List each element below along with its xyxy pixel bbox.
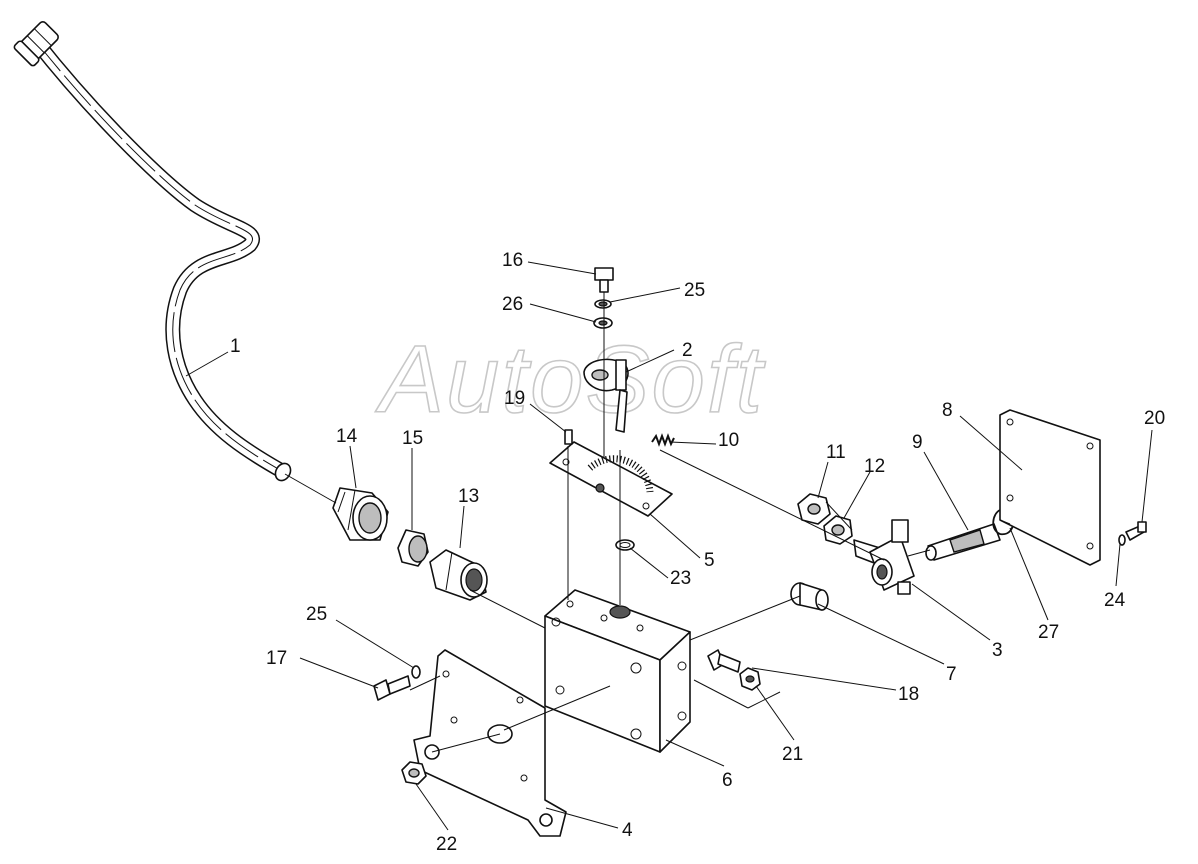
part-25-washer-top (594, 299, 612, 309)
callout-11: 11 (826, 442, 846, 463)
callout-17: 17 (266, 648, 287, 669)
part-6-valve-body (544, 589, 691, 753)
assembly-center-lines (284, 292, 1011, 753)
callout-18: 18 (898, 684, 919, 705)
part-17-bolt (373, 675, 411, 701)
callout-1: 1 (230, 336, 241, 357)
part-19-pin (564, 429, 573, 445)
part-12-nut (823, 515, 853, 545)
part-22-nut (401, 761, 427, 785)
callout-13: 13 (458, 486, 479, 507)
part-15-ring (397, 529, 429, 567)
callout-25-left: 25 (306, 604, 327, 625)
callout-26: 26 (502, 294, 523, 315)
callout-15: 15 (402, 428, 423, 449)
callout-leaders (185, 261, 1153, 831)
callout-19: 19 (504, 388, 525, 409)
part-1-tube (13, 21, 292, 482)
callout-8: 8 (942, 400, 953, 421)
part-25-washer-left (411, 665, 421, 679)
part-10-spring (651, 433, 675, 447)
callout-2: 2 (682, 340, 693, 361)
callout-24: 24 (1104, 590, 1126, 611)
part-26-washer (593, 317, 613, 329)
part-16-bolt (594, 267, 614, 293)
part-11-nut (797, 493, 831, 525)
callout-6: 6 (722, 770, 733, 791)
callout-27: 27 (1038, 622, 1059, 643)
callout-3: 3 (992, 640, 1003, 661)
watermark-text: AutoSoft (375, 326, 766, 433)
part-8-cover-plate (999, 409, 1101, 566)
callout-9: 9 (912, 432, 923, 453)
callout-22: 22 (436, 834, 457, 855)
callout-16: 16 (502, 250, 523, 271)
callout-labels: 1 2 3 4 5 6 7 8 9 10 11 12 13 14 15 16 1… (230, 250, 1165, 855)
part-4-mounting-plate (413, 649, 567, 837)
part-9-shaft (925, 523, 1001, 561)
part-21-nut (739, 667, 761, 691)
part-5-scale-plate (549, 441, 673, 517)
callout-23: 23 (670, 568, 691, 589)
part-3-lever-housing (853, 519, 915, 595)
callout-7: 7 (946, 664, 957, 685)
callout-10: 10 (718, 430, 739, 451)
callout-21: 21 (782, 744, 803, 765)
part-20-screw (1125, 521, 1147, 541)
callout-5: 5 (704, 550, 715, 571)
callout-14: 14 (336, 426, 358, 447)
part-18-bolt (707, 649, 741, 673)
part-24-washer (1118, 534, 1126, 546)
callout-12: 12 (864, 456, 885, 477)
callout-25-top: 25 (684, 280, 705, 301)
callout-4: 4 (622, 820, 633, 841)
callout-20: 20 (1144, 408, 1165, 429)
part-14-union-nut (332, 487, 389, 541)
part-13-fitting (429, 549, 488, 601)
